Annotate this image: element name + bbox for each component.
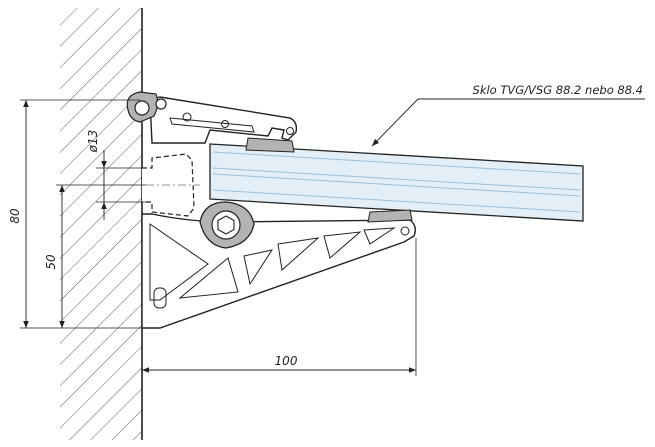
lower-bracket-profile [141,213,417,329]
anchor-bolt [142,153,200,217]
dimension-lines [23,100,416,373]
upper-gasket [245,137,295,153]
dim-depth: 100 [275,354,298,368]
glass-leader [371,98,645,147]
glass-label: Sklo TVG/VSG 88.2 nebo 88.4 [473,83,643,97]
dim-total-height: 80 [8,208,22,224]
dim-lower-height: 50 [44,254,58,270]
clamp-screw [199,201,255,249]
glass-pane [209,143,584,222]
dim-diameter: ø13 [86,130,100,154]
top-hinge-knob [126,91,167,123]
lower-gasket [367,209,413,223]
upper-clamp-profile [149,96,298,144]
wall-section [60,8,143,440]
